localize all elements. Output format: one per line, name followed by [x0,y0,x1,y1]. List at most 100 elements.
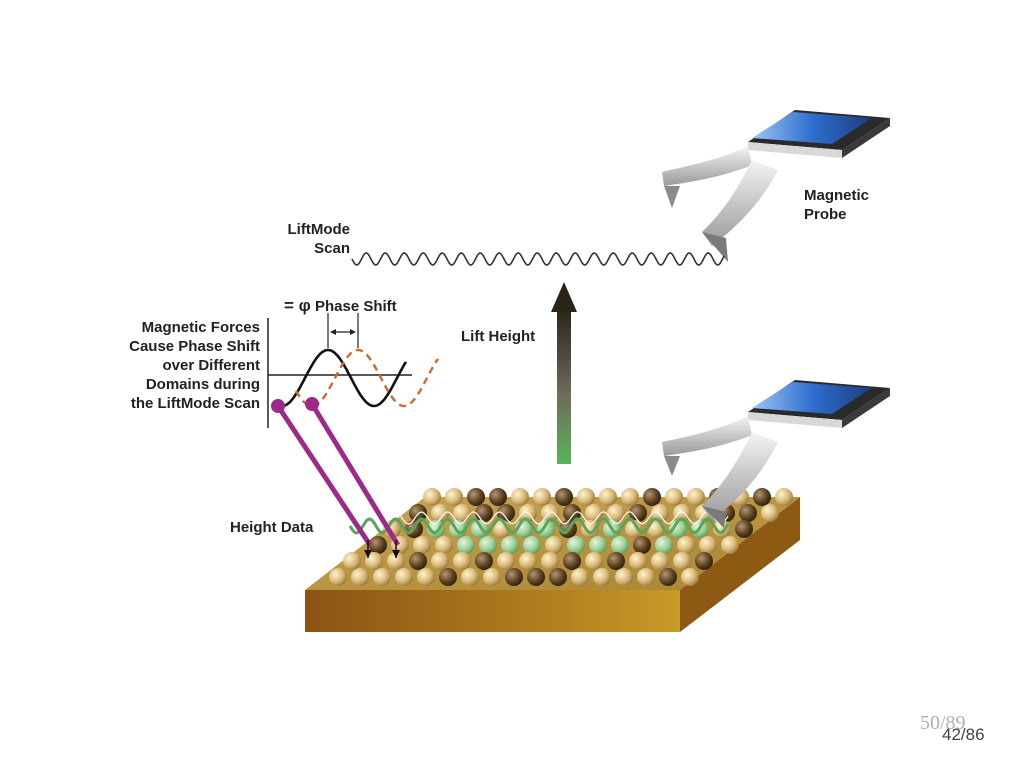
sample-particle [677,536,695,554]
sample-particle [607,504,625,522]
sample-particle [423,488,441,506]
sample-particle [519,552,537,570]
sample-particle [593,568,611,586]
lift-height-arrow-icon [551,282,577,464]
sample-particle [637,568,655,586]
sample-particle [659,568,677,586]
sample-particle [497,504,515,522]
sample-particle [669,520,687,538]
sample-particle [585,504,603,522]
magnetic-probe-icon [662,110,890,262]
sample-particle [483,568,501,586]
sample-particle [435,536,453,554]
sample-particle [753,488,771,506]
sample-particle [699,536,717,554]
sample-particle [721,536,739,554]
sample-particle [409,504,427,522]
sample-particle [541,552,559,570]
sample-particle [533,488,551,506]
sample-particle [621,488,639,506]
lift-height-label: Lift Height [461,328,536,345]
sample-particle [431,552,449,570]
sample-particle [395,568,413,586]
sample-particle [581,520,599,538]
sample-particle [599,488,617,506]
sample-particle [563,552,581,570]
sample-particle [409,552,427,570]
phase-shift-label: = φ Phase Shift [284,296,397,316]
height-data-label: Height Data [230,519,314,536]
sample-particle [629,504,647,522]
sample-particle [475,552,493,570]
sample-particle [673,552,691,570]
sample-particle [387,552,405,570]
sample-particle [511,488,529,506]
magnetic-forces-caption: Magnetic Forces Cause Phase Shift over D… [129,319,260,412]
sample-particle [761,504,779,522]
sample-particle [585,552,603,570]
magnetic-probe-icon [662,380,890,528]
surface-height-trace-highlight [349,511,729,525]
sample-particle [489,488,507,506]
sample-particle [369,536,387,554]
phase-shift-plot [267,313,439,428]
sample-particle [625,520,643,538]
sample-particle [567,536,585,554]
sample-particle [681,568,699,586]
page-number-previous: 50/89 [920,712,966,734]
sample-particle [329,568,347,586]
sample-particle [673,504,691,522]
sample-particle [549,568,567,586]
height-data-connectors [271,397,401,558]
sample-particle [417,568,435,586]
sample-particle [739,504,757,522]
sample-particle [695,552,713,570]
sample-particle [413,536,431,554]
sample-particle [655,536,673,554]
sample-particle [439,568,457,586]
sample-particle [453,552,471,570]
sample-particle [607,552,625,570]
sample-particle [651,552,669,570]
sample-particle [571,568,589,586]
sample-particle [615,568,633,586]
page-number-current: 42/86 [942,725,985,744]
phase-curve-shifted [294,348,439,408]
sample-particle [501,536,519,554]
sample-particle [775,488,793,506]
sample-surface-icon [305,488,800,632]
sample-particle [505,568,523,586]
sample-particle [343,552,361,570]
sample-particle [665,488,683,506]
sample-particle [497,552,515,570]
sample-particle [467,488,485,506]
sample-particle [461,568,479,586]
sample-particle [471,520,489,538]
phase-shift-text: Phase Shift [314,298,397,315]
surface-height-trace [348,517,730,535]
sample-particle [589,536,607,554]
sample-particle [643,488,661,506]
sample-particle [431,504,449,522]
liftmode-scan-trace [351,252,725,266]
sample-particle [445,488,463,506]
sample-particle [373,568,391,586]
sample-particle [351,568,369,586]
magnetic-probe-label: Magnetic Probe [804,187,870,223]
sample-particle [475,504,493,522]
sample-particle [735,520,753,538]
sample-particle [633,536,651,554]
sample-particle [577,488,595,506]
phase-curve-reference [281,348,408,408]
sample-particle [365,552,383,570]
sample-particle [611,536,629,554]
sample-particle [545,536,563,554]
liftmode-scan-label: LiftMode Scan [287,221,350,257]
sample-particle [457,536,475,554]
sample-particle [629,552,647,570]
sample-particle [555,488,573,506]
sample-particle [453,504,471,522]
sample-particle [523,536,541,554]
sample-particle [479,536,497,554]
